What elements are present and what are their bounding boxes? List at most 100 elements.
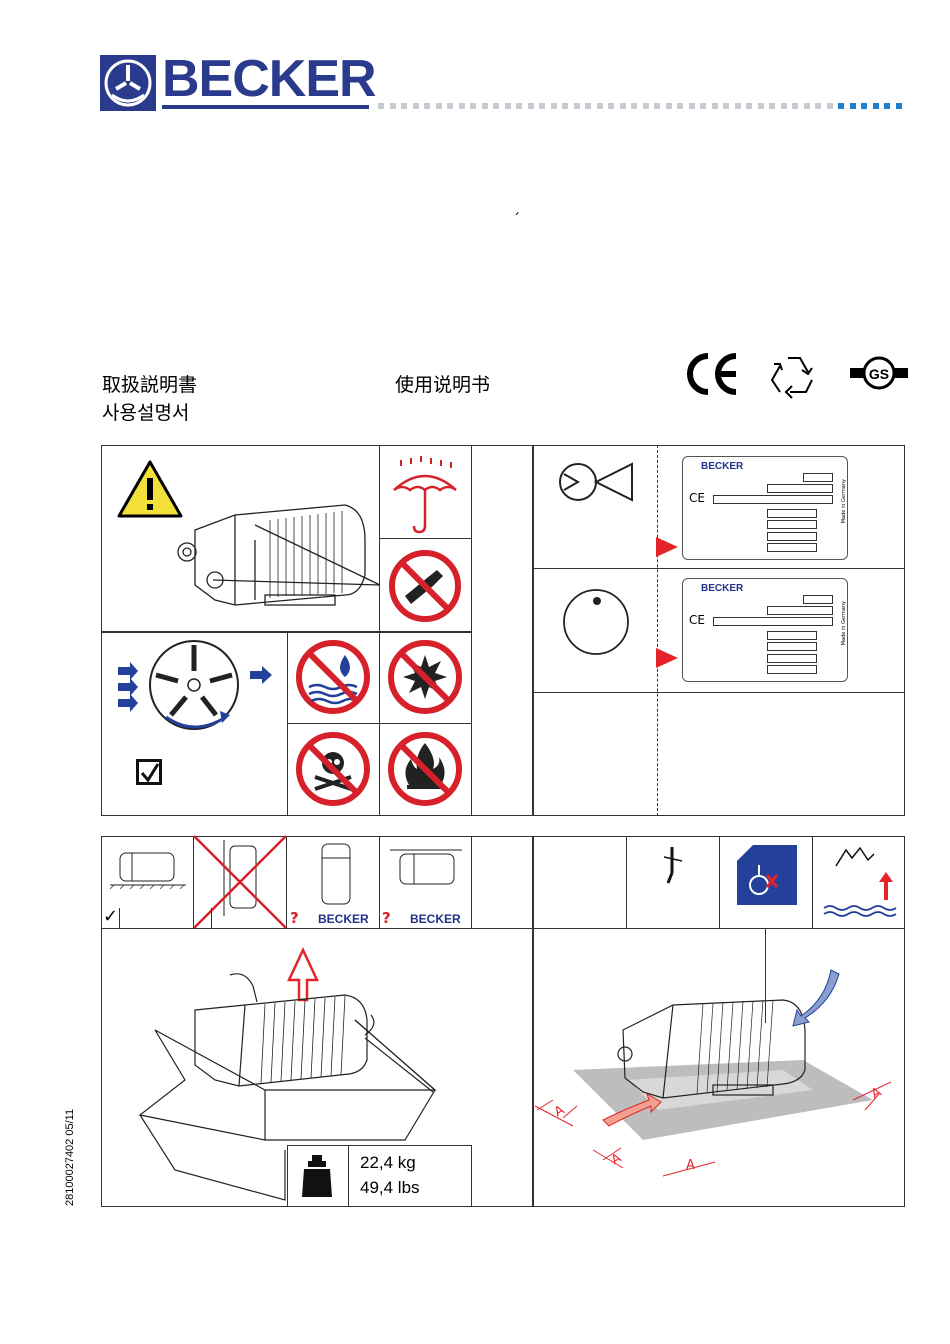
temperature-icon <box>658 843 688 887</box>
weight-icon <box>302 1155 332 1197</box>
header-dot <box>528 103 534 109</box>
title-japanese: 取扱説明書 <box>102 370 197 397</box>
nameplate-2-made-in: Made in Germany <box>841 601 847 645</box>
header-dot <box>896 103 902 109</box>
ok-checkbox <box>136 759 162 785</box>
nameplate-2-pointer-icon <box>656 648 678 668</box>
header-dot <box>447 103 453 109</box>
weight-lbs: 49,4 lbs <box>360 1176 420 1200</box>
header-dot <box>735 103 741 109</box>
recycle-icon <box>768 352 820 398</box>
clearance-label-a-3: A <box>686 1158 695 1173</box>
inquire-question-1: ? <box>290 909 299 927</box>
header-dot <box>804 103 810 109</box>
header-dot <box>401 103 407 109</box>
header-dot <box>792 103 798 109</box>
header-dot <box>585 103 591 109</box>
header-dot <box>574 103 580 109</box>
header-dot <box>551 103 557 109</box>
header-dot <box>758 103 764 109</box>
dial-symbol-icon <box>562 588 632 658</box>
header-dot <box>884 103 890 109</box>
no-toxic-prohibition-icon <box>293 729 373 809</box>
header-dot <box>746 103 752 109</box>
header-dot <box>482 103 488 109</box>
nameplate-2-brand: BECKER <box>701 583 743 594</box>
check-icon <box>139 762 161 784</box>
vacuum-pump-symbol-icon <box>558 462 638 506</box>
header-dot <box>781 103 787 109</box>
header-dot <box>390 103 396 109</box>
keep-dry-umbrella-icon <box>390 456 460 534</box>
header-dot <box>470 103 476 109</box>
header-dot <box>850 103 856 109</box>
vertical-mount-inquire-thumbnail <box>298 840 378 910</box>
header-dot <box>620 103 626 109</box>
no-liquid-prohibition-icon <box>293 637 373 717</box>
inquire-brand-2: BECKER <box>410 912 461 926</box>
weight-kg: 22,4 kg <box>360 1151 416 1175</box>
header-dot <box>643 103 649 109</box>
ceiling-mount-inquire-thumbnail <box>388 844 468 904</box>
header-dot <box>827 103 833 109</box>
header-dot <box>769 103 775 109</box>
nameplate-2: BECKER CE Made in Germany <box>682 578 848 682</box>
header-dot <box>838 103 844 109</box>
header-dot <box>424 103 430 109</box>
header-dot <box>539 103 545 109</box>
header-dot <box>654 103 660 109</box>
header-dot <box>631 103 637 109</box>
vertical-mount-forbidden-thumbnail <box>194 836 286 928</box>
header-dot <box>712 103 718 109</box>
title-korean: 사용설명서 <box>102 398 189 425</box>
header-dot <box>873 103 879 109</box>
header-dot <box>666 103 672 109</box>
altitude-icon <box>822 842 902 922</box>
pump-illustration <box>175 500 375 610</box>
inquire-question-2: ? <box>382 909 391 927</box>
horizontal-mount-ok-mark: ✓ <box>103 906 118 927</box>
header-dot-rule <box>378 103 906 109</box>
logo-emblem-icon <box>100 55 156 111</box>
header-dot <box>436 103 442 109</box>
logo-underline <box>162 105 369 109</box>
warning-triangle-icon <box>117 460 183 518</box>
header-dot <box>505 103 511 109</box>
header-dot <box>459 103 465 109</box>
no-explosive-prohibition-icon <box>385 637 465 717</box>
nameplate-1-made-in: Made in Germany <box>841 479 847 523</box>
nameplate-1-pointer-icon <box>656 537 678 557</box>
document-number: 28100027402 05/11 <box>64 1109 76 1206</box>
svg-text:GS: GS <box>869 366 889 382</box>
header-dot <box>516 103 522 109</box>
nameplate-1-ce: CE <box>689 491 705 505</box>
header-dot <box>861 103 867 109</box>
installation-clearance-illustration <box>533 930 905 1200</box>
header-dot <box>562 103 568 109</box>
ce-mark-icon <box>682 352 742 396</box>
header-dot <box>723 103 729 109</box>
header-dot <box>413 103 419 109</box>
nameplate-2-ce: CE <box>689 613 705 627</box>
header-dot <box>493 103 499 109</box>
header-dot <box>815 103 821 109</box>
flow-direction-diagram <box>116 645 276 745</box>
nameplate-1-brand: BECKER <box>701 461 743 472</box>
header-mark: ´ <box>513 212 520 228</box>
header-dot <box>677 103 683 109</box>
inquire-brand-1: BECKER <box>318 912 369 926</box>
dust-humidity-icon <box>737 845 797 905</box>
nameplate-1: BECKER CE Made in Germany <box>682 456 848 560</box>
becker-logo: BECKER <box>100 55 370 111</box>
no-fire-prohibition-icon <box>385 729 465 809</box>
header-dot <box>689 103 695 109</box>
header-dot <box>608 103 614 109</box>
header-dot <box>597 103 603 109</box>
horizontal-mount-thumbnail <box>110 845 190 895</box>
gs-mark-icon: GS <box>850 354 908 394</box>
logo-wordmark: BECKER <box>162 49 376 109</box>
header-dot <box>700 103 706 109</box>
no-tool-prohibition-icon <box>387 548 463 624</box>
title-chinese: 使用说明书 <box>395 370 490 397</box>
header-dot <box>378 103 384 109</box>
